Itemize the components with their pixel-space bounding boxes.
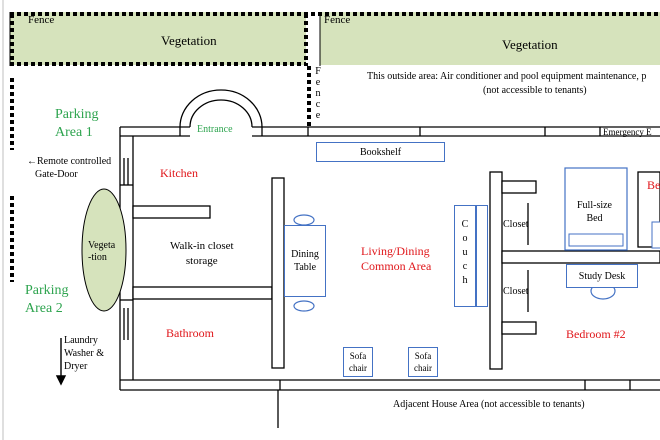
emergency-exit-label: Emergency E	[603, 127, 652, 137]
vegetation-oval-label: Vegeta -tion	[88, 240, 116, 263]
bathroom-label: Bathroom	[166, 326, 214, 340]
parking-area-1-label: Parking Area 1	[55, 107, 99, 140]
vegetation-strip-left	[10, 12, 306, 65]
parking-area-2-label: Parking Area 2	[25, 283, 69, 316]
fence-label-right: Fence	[324, 14, 351, 26]
laundry-arrow	[55, 338, 67, 386]
couch: C o u c h	[454, 205, 476, 307]
vegetation-strip-right	[320, 12, 660, 65]
study-desk: Study Desk	[566, 264, 638, 288]
sofa-chair-1: Sofa chair	[343, 347, 373, 377]
adjacent-house-label: Adjacent House Area (not accessible to t…	[393, 399, 585, 410]
fence-label-left: Fence	[28, 14, 55, 26]
bed-pillow	[568, 233, 624, 247]
bedroom-right-label: Be	[647, 178, 660, 192]
right-edge-furniture	[651, 221, 660, 249]
vegetation-label-right: Vegetation	[502, 37, 558, 52]
house-walls	[119, 126, 660, 428]
kitchen-label: Kitchen	[160, 166, 198, 180]
couch-back	[476, 205, 488, 307]
gate-door-label: ←Remote controlled Gate-Door	[27, 156, 112, 180]
vegetation-oval	[81, 188, 127, 312]
vegetation-label-left: Vegetation	[161, 33, 217, 48]
closet-bottom-label: Closet	[503, 286, 529, 297]
living-dining-label: Living/Dining Common Area	[361, 244, 432, 273]
entrance-arch	[179, 89, 263, 136]
sofa-chair-2: Sofa chair	[408, 347, 438, 377]
dining-table: Dining Table	[284, 225, 326, 297]
laundry-label: Laundry Washer & Dryer	[64, 335, 105, 372]
fence-vertical-label: F e n c e	[315, 66, 321, 121]
bookshelf: Bookshelf	[316, 142, 445, 162]
bedroom-2-label: Bedroom #2	[566, 327, 626, 341]
fence-lines	[10, 12, 660, 282]
closet-top-label: Closet	[503, 219, 529, 230]
outside-area-access-note: (not accessible to tenants)	[483, 85, 587, 96]
bed-label: Full-size Bed	[577, 200, 612, 224]
entrance-label: Entrance	[197, 124, 233, 135]
walk-in-closet-label: Walk-in closet storage	[170, 240, 234, 267]
outside-area-note: This outside area: Air conditioner and p…	[367, 71, 647, 82]
